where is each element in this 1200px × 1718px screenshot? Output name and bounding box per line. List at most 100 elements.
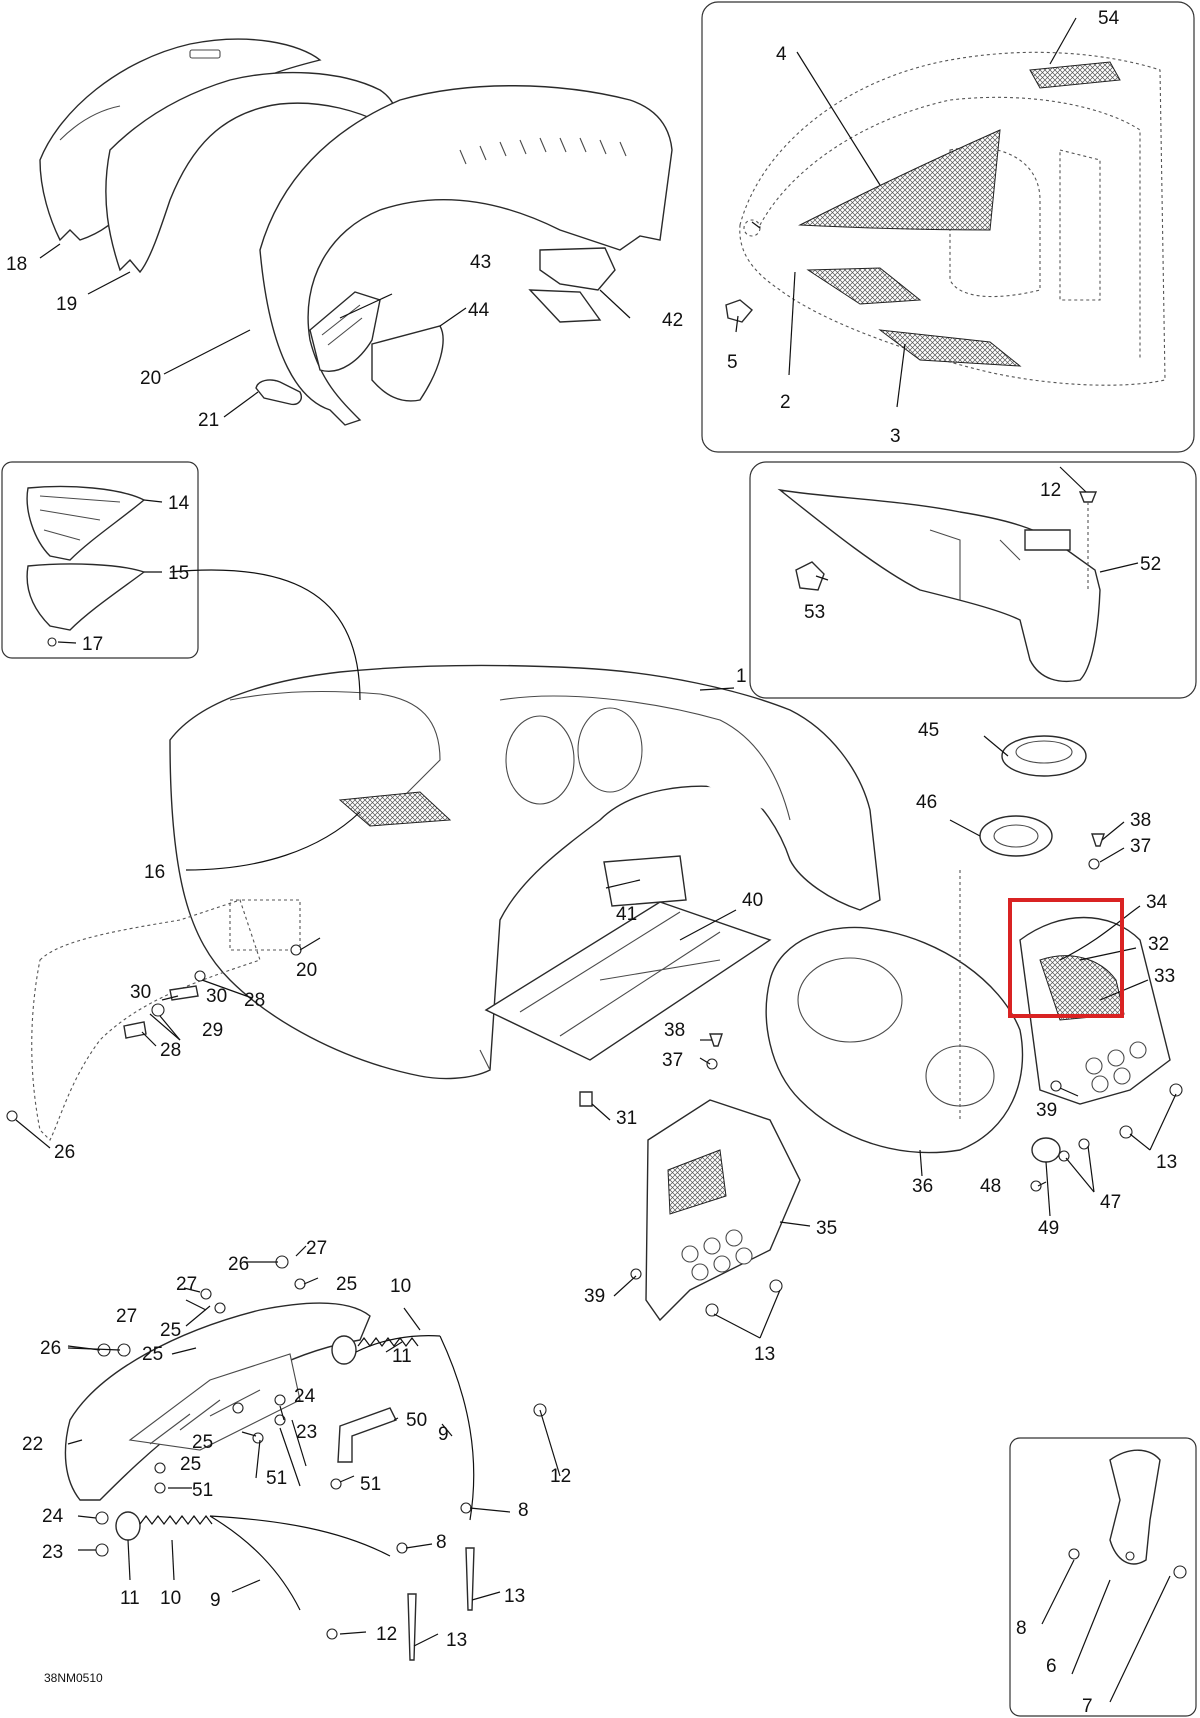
rivet-7-detail	[1173, 1565, 1187, 1579]
callout-8c: 8	[436, 1532, 447, 1553]
callout-17: 17	[82, 634, 103, 655]
callout-51a: 51	[266, 1468, 287, 1489]
callout-25e: 25	[180, 1454, 201, 1475]
callout-18: 18	[6, 254, 27, 275]
windshield-14	[26, 485, 146, 561]
washer-39a	[1050, 1080, 1062, 1092]
mat-2	[806, 267, 922, 305]
callout-54: 54	[1098, 8, 1120, 29]
side-panel-19	[105, 71, 398, 274]
console-36	[765, 870, 1024, 1154]
cover-34	[1019, 916, 1171, 1105]
callout-52: 52	[1140, 554, 1161, 575]
tray-40	[484, 901, 772, 1061]
inset-frame-mirror-bracket	[749, 461, 1197, 699]
callout-38b: 38	[664, 1020, 685, 1041]
callout-36: 36	[912, 1176, 933, 1197]
callout-35: 35	[816, 1218, 837, 1239]
callout-13d: 13	[446, 1630, 467, 1651]
callout-27c: 27	[116, 1306, 137, 1327]
fasteners-47-48-49	[1030, 1137, 1090, 1192]
callout-13c: 13	[504, 1586, 525, 1607]
callout-8a: 8	[1016, 1618, 1027, 1639]
callout-13a: 13	[1156, 1152, 1177, 1173]
callout-25b: 25	[142, 1344, 163, 1365]
clip-5	[725, 299, 753, 323]
callout-14: 14	[168, 493, 190, 514]
inset-frame-windshield	[1, 461, 199, 659]
callout-10a: 10	[390, 1276, 411, 1297]
bracket-50	[337, 1407, 397, 1463]
grab-handle-22	[64, 1302, 371, 1501]
washer-8-detail	[1068, 1548, 1080, 1560]
callout-29: 29	[202, 1020, 223, 1041]
callout-9a: 9	[438, 1424, 449, 1445]
screw-31	[579, 1091, 593, 1107]
callout-2: 2	[780, 392, 791, 413]
part-42	[528, 247, 616, 323]
callout-27a: 27	[176, 1274, 197, 1295]
callout-42: 42	[662, 310, 683, 331]
callout-4: 4	[776, 44, 787, 65]
mat-3	[878, 329, 1022, 367]
callout-13b: 13	[754, 1344, 775, 1365]
callout-12c: 12	[376, 1624, 397, 1645]
callout-39b: 39	[584, 1286, 605, 1307]
part-44	[371, 325, 444, 402]
side-panel-20	[259, 85, 673, 426]
rear-cowl-dashed	[6, 899, 302, 1141]
callout-28b: 28	[160, 1040, 181, 1061]
windshield-15	[26, 563, 146, 631]
inset-frame-bracket-detail	[1009, 1437, 1197, 1717]
callout-3: 3	[890, 426, 901, 447]
callout-37a: 37	[1130, 836, 1151, 857]
deck-body-1	[169, 664, 881, 1080]
clip-53	[795, 561, 825, 591]
callout-46: 46	[916, 792, 937, 813]
fasteners-37-38	[706, 833, 1105, 1070]
callout-45: 45	[918, 720, 939, 741]
callout-49: 49	[1038, 1218, 1059, 1239]
callout-25d: 25	[192, 1432, 213, 1453]
callout-50: 50	[406, 1410, 427, 1431]
callout-16: 16	[144, 862, 165, 883]
callout-40: 40	[742, 890, 763, 911]
ring-45	[1001, 735, 1087, 777]
callout-12b: 12	[550, 1466, 571, 1487]
callout-11b: 11	[120, 1588, 140, 1609]
callout-7: 7	[1082, 1696, 1093, 1717]
callout-51b: 51	[192, 1480, 213, 1501]
callout-37b: 37	[662, 1050, 683, 1071]
part-21	[255, 379, 302, 406]
callout-26a: 26	[40, 1338, 61, 1359]
bracket-6	[1109, 1449, 1161, 1565]
callout-34: 34	[1146, 892, 1168, 913]
rivets-13-upper	[705, 1083, 1183, 1317]
callout-39a: 39	[1036, 1100, 1057, 1121]
callout-41: 41	[616, 904, 637, 925]
callout-26b: 26	[228, 1254, 249, 1275]
mat-4	[798, 129, 1001, 231]
callout-51c: 51	[360, 1474, 381, 1495]
callout-28a: 28	[244, 990, 265, 1011]
pins-13-lower	[407, 1547, 475, 1661]
hardware-23-27-51	[95, 1255, 342, 1557]
callout-21: 21	[198, 410, 219, 431]
callout-8b: 8	[518, 1500, 529, 1521]
callout-1: 1	[736, 666, 747, 687]
callout-25a: 25	[160, 1320, 181, 1341]
lanyard-9-10-11	[115, 1335, 547, 1640]
callout-24b: 24	[42, 1506, 64, 1527]
highlight-box	[1008, 898, 1124, 1018]
callout-38a: 38	[1130, 810, 1151, 831]
callout-10b: 10	[160, 1588, 181, 1609]
mat-54	[1029, 61, 1121, 89]
callout-23a: 23	[296, 1422, 317, 1443]
callout-12a: 12	[1040, 480, 1061, 501]
callout-25c: 25	[336, 1274, 357, 1295]
callout-26c: 26	[54, 1142, 75, 1163]
ring-46	[979, 815, 1053, 857]
bracket-52	[777, 488, 1101, 683]
callout-32: 32	[1148, 934, 1169, 955]
